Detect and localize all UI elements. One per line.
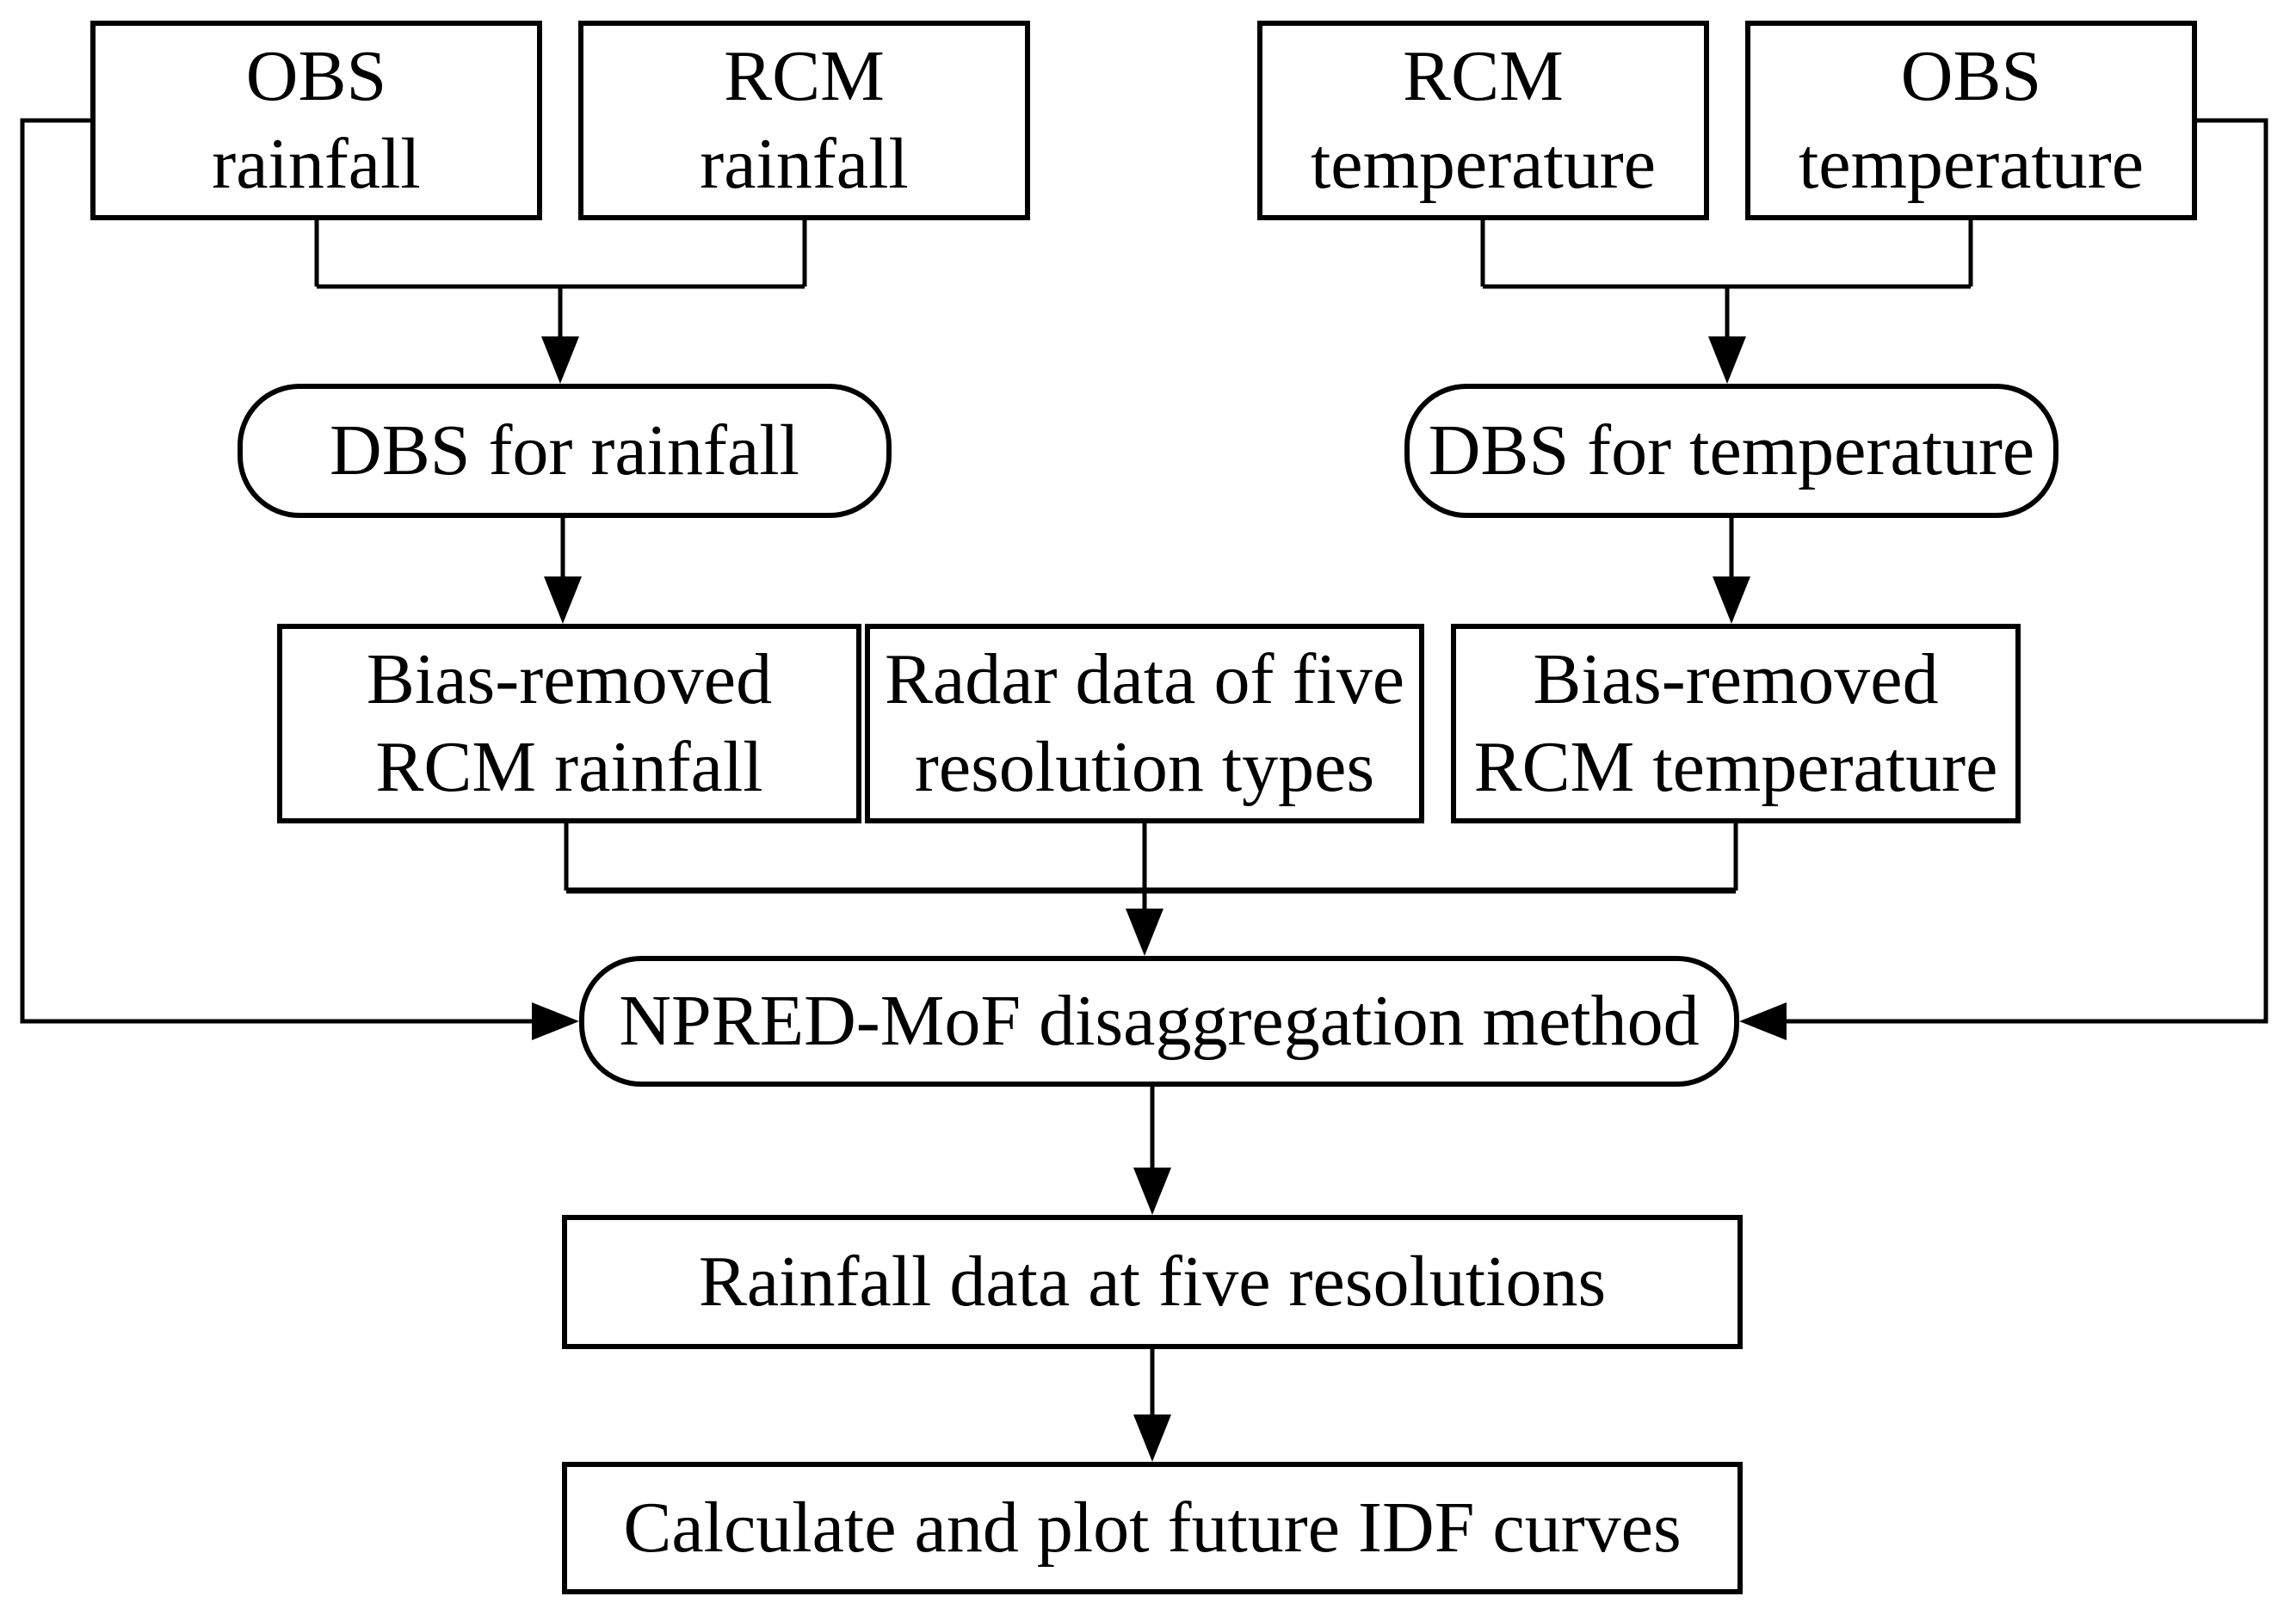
node-bias-removed-rcm-rainfall: Bias-removed RCM rainfall — [277, 624, 861, 823]
node-rcm-rainfall: RCM rainfall — [578, 21, 1030, 220]
node-radar-data-line1: Radar data of five — [884, 638, 1405, 719]
node-bias-removed-rcm-rainfall-line1: Bias-removed — [366, 638, 773, 719]
node-obs-rainfall-line2: rainfall — [212, 124, 421, 204]
node-dbs-for-rainfall-label: DBS for rainfall — [330, 410, 799, 490]
arrowhead-into-dbs-rainfall — [541, 336, 579, 384]
arrowhead-into-npred-right — [1739, 1002, 1787, 1040]
node-bias-removed-rcm-temperature-line2: RCM temperature — [1473, 727, 1998, 807]
node-calculate-plot-idf-curves-label: Calculate and plot future IDF curves — [623, 1487, 1682, 1568]
arrowhead-into-bias-temperature — [1713, 576, 1750, 624]
connector-left-feedback — [20, 118, 534, 1024]
node-obs-temperature-line1: OBS — [1900, 35, 2042, 116]
node-dbs-for-temperature-label: DBS for temperature — [1428, 410, 2035, 490]
node-dbs-for-temperature: DBS for temperature — [1404, 384, 2058, 518]
node-rcm-rainfall-line1: RCM — [724, 35, 885, 116]
node-dbs-for-rainfall: DBS for rainfall — [238, 384, 892, 518]
arrowhead-into-npred-top — [1126, 909, 1163, 956]
node-obs-rainfall-line1: OBS — [245, 35, 387, 116]
node-rcm-temperature-line1: RCM — [1403, 35, 1564, 116]
node-rcm-temperature: RCM temperature — [1257, 21, 1709, 220]
arrowhead-into-npred-left — [532, 1002, 579, 1040]
node-calculate-plot-idf-curves: Calculate and plot future IDF curves — [562, 1462, 1743, 1594]
node-obs-temperature: OBS temperature — [1745, 21, 2197, 220]
arrowhead-into-dbs-temperature — [1708, 336, 1746, 384]
arrowhead-into-calc-idf — [1133, 1415, 1171, 1462]
node-rcm-rainfall-line2: rainfall — [700, 124, 909, 204]
node-rainfall-data-five-resolutions-label: Rainfall data at five resolutions — [698, 1241, 1607, 1322]
node-obs-temperature-line2: temperature — [1798, 124, 2145, 204]
connector-right-feedback — [1785, 118, 2268, 1024]
node-bias-removed-rcm-temperature: Bias-removed RCM temperature — [1451, 624, 2021, 823]
node-bias-removed-rcm-rainfall-line2: RCM rainfall — [375, 727, 763, 807]
node-obs-rainfall: OBS rainfall — [90, 21, 542, 220]
node-npred-mof-method: NPRED-MoF disaggregation method — [579, 956, 1739, 1087]
node-bias-removed-rcm-temperature-line1: Bias-removed — [1533, 638, 1939, 719]
node-radar-data: Radar data of five resolution types — [865, 624, 1424, 823]
arrowhead-into-rainfall-five — [1133, 1168, 1171, 1215]
node-rainfall-data-five-resolutions: Rainfall data at five resolutions — [562, 1215, 1743, 1349]
node-radar-data-line2: resolution types — [914, 727, 1375, 807]
node-rcm-temperature-line2: temperature — [1310, 124, 1657, 204]
node-npred-mof-method-label: NPRED-MoF disaggregation method — [619, 980, 1700, 1061]
arrowhead-into-bias-rainfall — [544, 576, 582, 624]
